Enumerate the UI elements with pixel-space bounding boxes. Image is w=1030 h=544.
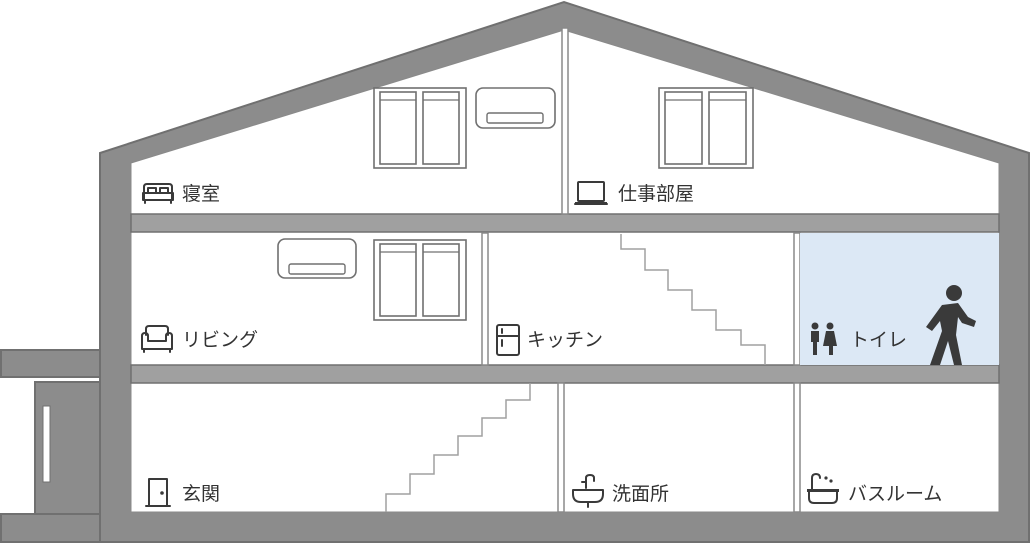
floor-slab-middle (130, 364, 1000, 384)
bathtub-icon (807, 473, 839, 504)
room-washroom[interactable]: 洗面所 (572, 474, 669, 508)
front-door-window (42, 405, 51, 483)
partition-top (561, 27, 569, 215)
laptop-icon (574, 181, 608, 205)
washbasin-icon (572, 474, 604, 508)
refrigerator-icon (496, 324, 520, 356)
door-icon (145, 478, 171, 507)
partition-mid-left (481, 232, 489, 366)
room-label-entrance: 玄関 (182, 483, 220, 505)
room-label-living: リビング (182, 329, 258, 351)
bed-icon (142, 183, 174, 204)
partition-mid-right (793, 232, 801, 366)
room-kitchen[interactable]: キッチン (496, 324, 603, 356)
entrance-canopy (0, 349, 101, 378)
partition-low-left (557, 382, 565, 513)
room-bedroom[interactable]: 寝室 (142, 183, 220, 205)
floor-slab-upper (130, 213, 1000, 233)
room-study[interactable]: 仕事部屋 (574, 181, 694, 205)
room-label-bedroom: 寝室 (182, 183, 220, 205)
air-conditioner-living (277, 238, 357, 279)
staircase-lower (385, 383, 531, 512)
window-study (658, 87, 754, 169)
room-label-bathroom: バスルーム (848, 483, 942, 505)
air-conditioner-bedroom (475, 87, 556, 129)
entrance-step (0, 513, 101, 543)
room-label-toilet: トイレ (850, 329, 907, 351)
staircase-upper (620, 234, 766, 365)
room-label-study: 仕事部屋 (618, 183, 694, 205)
restroom-icon (811, 322, 837, 355)
room-toilet[interactable]: トイレ (811, 285, 976, 365)
window-bedroom (373, 87, 467, 169)
walking-person-icon (926, 285, 976, 365)
room-entrance[interactable]: 玄関 (145, 478, 220, 507)
room-label-kitchen: キッチン (527, 329, 603, 351)
room-bathroom[interactable]: バスルーム (807, 473, 942, 505)
window-living (373, 239, 467, 321)
room-living[interactable]: リビング (141, 325, 258, 353)
room-label-washroom: 洗面所 (612, 483, 669, 505)
sofa-icon (141, 325, 173, 353)
partition-low-right (793, 382, 801, 513)
